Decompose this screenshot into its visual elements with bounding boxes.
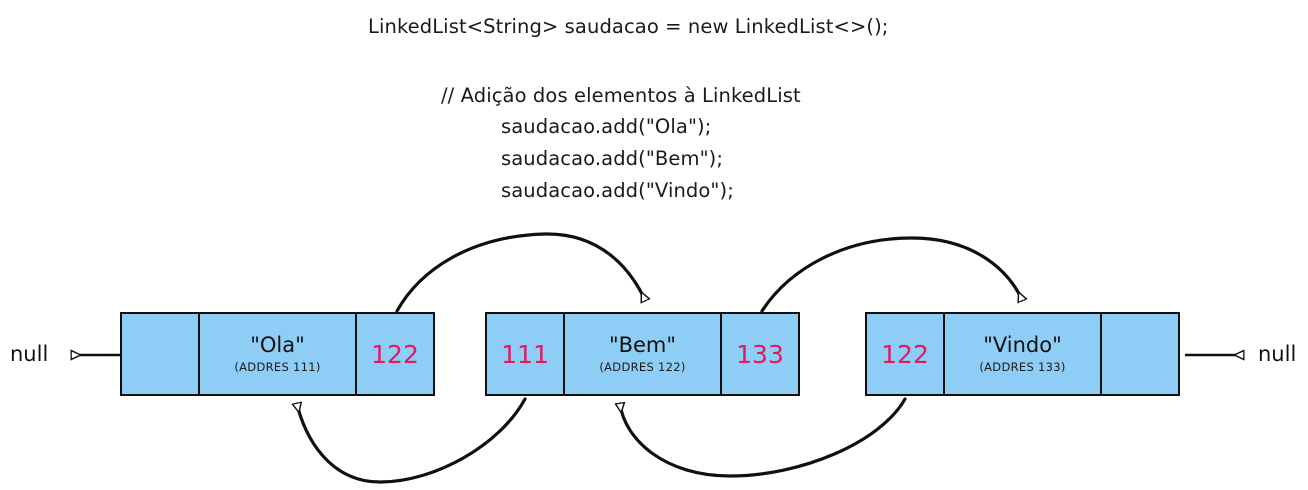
code-line-add-vindo: saudacao.add("Vindo"); [501,179,734,202]
node-next-value: 133 [736,339,784,369]
code-line-add-ola: saudacao.add("Ola"); [501,115,712,138]
node-prev-cell: 111 [485,312,565,396]
node-data-cell: "Vindo" (ADDRES 133) [942,312,1103,396]
arrow-prev-node3-to-node2 [620,397,907,478]
null-label-left: null [10,342,49,366]
node-next-cell: 122 [355,312,435,396]
node-address-label: (ADDRES 122) [599,359,686,374]
node-prev-cell: 122 [865,312,945,396]
list-node: 111 "Bem" (ADDRES 122) 133 [485,312,800,396]
node-next-cell [1100,312,1180,396]
node-data-cell: "Ola" (ADDRES 111) [197,312,358,396]
node-prev-value: 122 [881,339,929,369]
node-data-value: "Bem" [608,333,677,358]
arrow-next-node2-to-node3 [760,236,1022,313]
list-node: "Ola" (ADDRES 111) 122 [120,312,435,396]
node-next-value: 122 [371,339,419,369]
node-prev-cell [120,312,200,396]
node-data-value: "Vindo" [983,333,1062,358]
list-node: 122 "Vindo" (ADDRES 133) [865,312,1180,396]
code-line-declaration: LinkedList<String> saudacao = new Linked… [368,15,889,38]
node-address-label: (ADDRES 111) [234,359,321,374]
node-data-value: "Ola" [250,333,305,358]
arrow-next-node1-to-node2 [395,232,645,313]
node-prev-value: 111 [501,339,549,369]
arrow-prev-node2-to-node1 [297,397,527,484]
code-snippet: LinkedList<String> saudacao = new Linked… [0,0,1308,215]
node-data-cell: "Bem" (ADDRES 122) [562,312,723,396]
code-line-add-bem: saudacao.add("Bem"); [501,147,724,170]
node-next-cell: 133 [720,312,800,396]
code-line-comment: // Adição dos elementos à LinkedList [441,84,801,107]
null-label-right: null [1258,342,1297,366]
node-address-label: (ADDRES 133) [979,359,1066,374]
